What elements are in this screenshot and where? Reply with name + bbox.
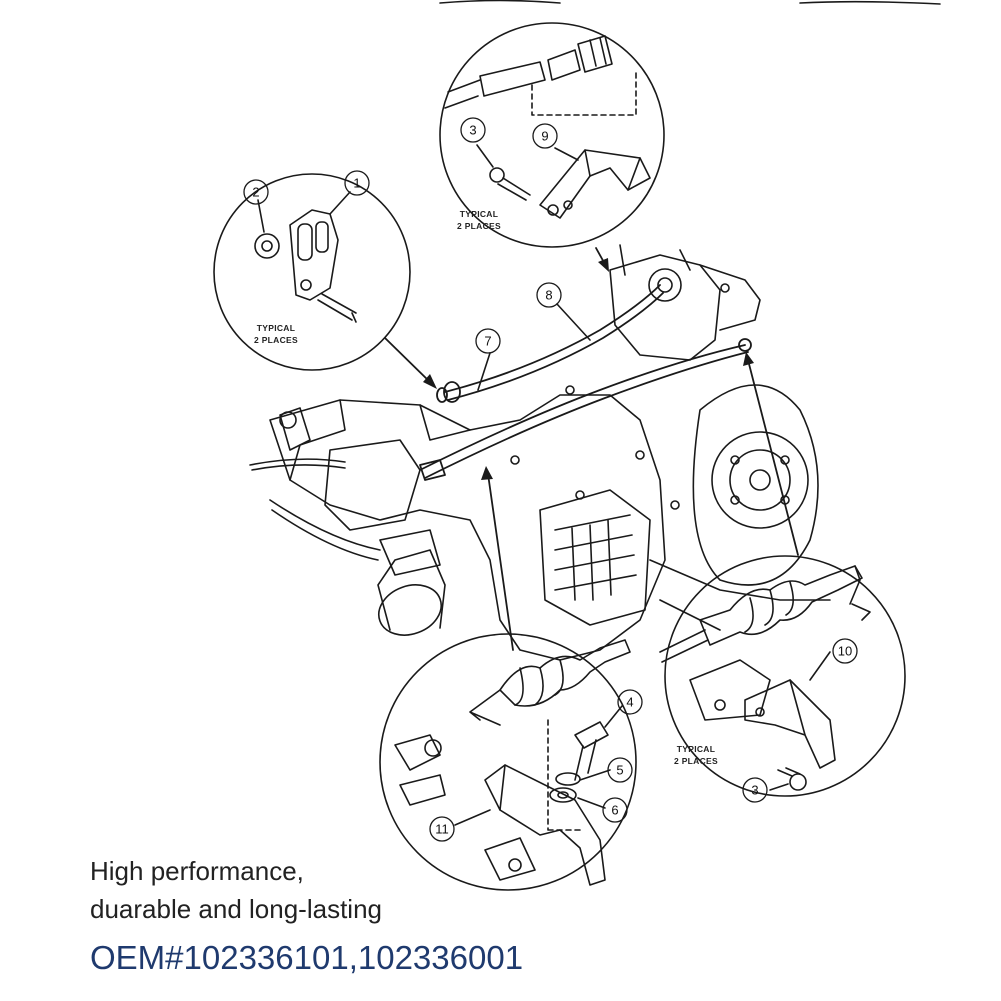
callout-8: 8 [545, 288, 552, 303]
callout-3-bottom: 3 [751, 783, 758, 798]
callout-6: 6 [611, 803, 618, 818]
typical-label-d-line2: 2 PLACES [674, 756, 718, 766]
typical-label-a-line2: 2 PLACES [254, 335, 298, 345]
callout-1: 1 [353, 176, 360, 191]
typical-label-d-line1: TYPICAL [677, 744, 715, 754]
typical-label-b-line1: TYPICAL [460, 209, 498, 219]
callout-10: 10 [838, 644, 852, 659]
callout-9: 9 [541, 129, 548, 144]
typical-label-b-line2: 2 PLACES [457, 221, 501, 231]
callout-4: 4 [626, 695, 633, 710]
oem-part-numbers: OEM#102336101,102336001 [90, 939, 524, 976]
callout-11: 11 [435, 822, 449, 837]
typical-label-a-line1: TYPICAL [257, 323, 295, 333]
detail-circle-c [379, 633, 637, 891]
callout-7: 7 [484, 334, 491, 349]
callout-5: 5 [616, 763, 623, 778]
top-edge-arc [439, 0, 941, 5]
callout-3-top: 3 [469, 123, 476, 138]
detail-circle-b [439, 22, 665, 248]
detail-circle-a [213, 173, 411, 371]
callout-2: 2 [252, 185, 259, 200]
caption-line-1: High performance, [90, 856, 304, 886]
callout-circles [243, 117, 858, 842]
throttle-cables [419, 284, 752, 481]
detail-circle-d [659, 555, 906, 797]
caption-line-2: duarable and long-lasting [90, 894, 382, 924]
engine-assembly [249, 244, 831, 661]
detail-arrows [384, 247, 799, 651]
